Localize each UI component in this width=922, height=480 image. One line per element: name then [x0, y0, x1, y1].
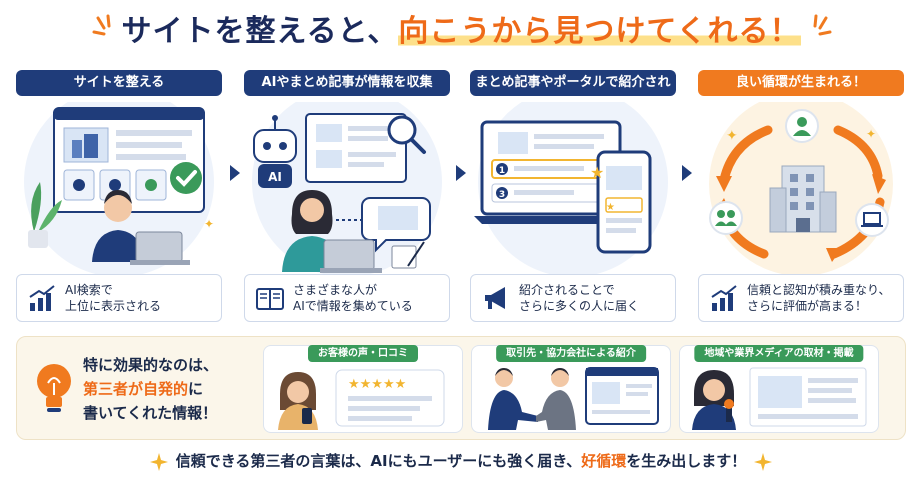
robot-icon: AI: [253, 115, 297, 188]
footer-highlight: 好循環: [581, 452, 627, 470]
sparkle-icon: [92, 14, 111, 36]
lead-highlight: 第三者が自発的: [83, 380, 189, 398]
rank-3-label: 3: [499, 190, 505, 200]
step-4: 良い循環が生まれる！: [696, 70, 906, 322]
lead-line-3: 書いてくれた情報！: [83, 404, 218, 422]
person-with-laptop-icon: [92, 190, 190, 265]
notepad-icon: [391, 241, 425, 269]
step-2: AIやまとめ記事が情報を収集 AI: [242, 70, 452, 322]
step-2-caption: さまざまな人が AIで情報を集めている: [244, 274, 450, 322]
footer-message: 信頼できる第三者の言葉は、AIにもユーザーにも強く届き、好循環を生み出します！: [0, 446, 922, 476]
third-party-panel: 特に効果的なのは、 第三者が自発的に 書いてくれた情報！ お客様の声・口コミ ★…: [16, 336, 906, 440]
step-1-label: サイトを整える: [16, 70, 222, 96]
review-stars: ★★★★★: [348, 377, 406, 392]
speech-bubble-icon: [336, 197, 431, 253]
lead-line-2-tail: に: [188, 380, 204, 398]
step-2-label: AIやまとめ記事が情報を収集: [244, 70, 450, 96]
step-2-illustration: AI: [252, 102, 442, 277]
card-tag: 地域や業界メディアの取材・掲載: [694, 345, 864, 362]
lead-line-1: 特に効果的なのは、: [83, 356, 219, 374]
step-3-illustration: 1 3 ★ ★: [474, 102, 668, 277]
step-3-caption-text: 紹介されることで さらに多くの人に届く: [519, 283, 640, 313]
person-icon: [785, 109, 819, 143]
card-partner-introduction: 取引先・協力会社による紹介: [471, 345, 671, 433]
arrow-right-icon: [230, 165, 240, 181]
building-icon: [769, 165, 837, 233]
rank-1-label: 1: [499, 166, 505, 176]
laptop-icon: 1 3: [474, 120, 628, 224]
step-4-caption-text: 信頼と認知が積み重なり、 さらに評価が高まる！: [747, 283, 891, 313]
step-4-label: 良い循環が生まれる！: [698, 70, 904, 96]
group-icon: [709, 201, 743, 235]
lightbulb-icon: [37, 364, 71, 412]
svg-text:✦: ✦: [726, 128, 738, 144]
step-3-caption: 紹介されることで さらに多くの人に届く: [470, 274, 676, 322]
customer-review-illustration: ★★★★★: [278, 369, 445, 430]
card-tag: お客様の声・口コミ: [308, 345, 418, 362]
footer-pre: 信頼できる第三者の言葉は、AIにもユーザーにも強く届き、: [175, 452, 582, 470]
step-4-caption: 信頼と認知が積み重なり、 さらに評価が高まる！: [698, 274, 904, 322]
card-media-coverage: 地域や業界メディアの取材・掲載: [679, 345, 879, 433]
document-window-icon: [305, 113, 407, 183]
step-3-label: まとめ記事やポータルで紹介される: [470, 70, 676, 116]
step-1-illustration: ✦: [24, 102, 214, 277]
step-1-caption: AI検索で 上位に表示される: [16, 274, 222, 322]
magnifier-icon: [387, 115, 426, 154]
arrow-right-icon: [682, 165, 692, 181]
card-tag: 取引先・協力会社による紹介: [496, 345, 646, 362]
book-icon: [256, 288, 284, 310]
svg-text:✦: ✦: [866, 127, 876, 141]
star-icon: ★: [606, 202, 615, 213]
step-3: まとめ記事やポータルで紹介される 1 3 ★ ★ 紹介: [468, 70, 678, 322]
laptop-icon: [855, 203, 889, 237]
robot-label: AI: [268, 170, 282, 184]
megaphone-icon: [485, 287, 505, 309]
step-1-caption-text: AI検索で 上位に表示される: [65, 283, 162, 313]
step-4-illustration: ✦ ✦: [709, 102, 893, 276]
sparkle-icon: [754, 452, 773, 471]
growth-chart-icon: [711, 285, 737, 311]
footer-post: を生み出します！: [626, 452, 747, 470]
media-interview-illustration: [692, 367, 867, 430]
growth-chart-icon: [29, 285, 55, 311]
title-part2: 向こうから見つけてくれる！: [398, 14, 801, 49]
handshake-illustration: [488, 367, 659, 430]
star-icon: ★: [590, 163, 604, 182]
sparkle-icon: [149, 452, 168, 471]
title-part1: サイトを整えると、: [121, 14, 399, 49]
lead-text: 特に効果的なのは、 第三者が自発的に 書いてくれた情報！: [83, 353, 273, 425]
svg-text:✦: ✦: [204, 217, 214, 231]
step-2-caption-text: さまざまな人が AIで情報を集めている: [293, 283, 413, 313]
arrow-right-icon: [456, 165, 466, 181]
sparkle-icon: [813, 14, 832, 36]
plant-icon: [28, 182, 62, 248]
card-customer-reviews: お客様の声・口コミ ★★★★★: [263, 345, 463, 433]
step-1: サイトを整える ✦: [14, 70, 224, 322]
page-title: サイトを整えると、向こうから見つけてくれる！: [0, 6, 922, 58]
website-window-icon: [53, 107, 205, 213]
person-with-laptop-icon: [282, 190, 382, 273]
smartphone-icon: [596, 150, 652, 254]
checkmark-icon: [170, 162, 202, 194]
